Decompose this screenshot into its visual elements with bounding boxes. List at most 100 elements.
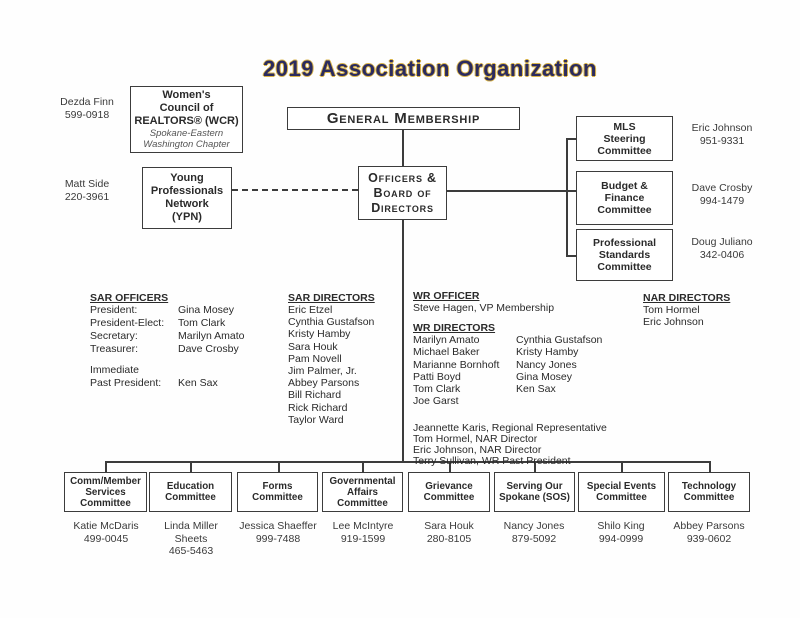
- wcr-name-line: Council of: [159, 102, 214, 114]
- officer-role: Immediate: [90, 364, 140, 376]
- connector-stub-committee-4: [362, 461, 364, 474]
- director-name: Nancy Jones: [516, 358, 577, 371]
- officers-board-box: Officers & Board of Directors: [358, 166, 447, 220]
- committee-name-line: Finance: [604, 192, 645, 204]
- nar-directors-list: NAR DIRECTORS Tom Hormel Eric Johnson: [643, 292, 730, 328]
- connector-officers-to-bottom: [402, 220, 404, 462]
- committee-name-line: Committee: [337, 497, 388, 509]
- general-membership-box: General Membership: [287, 107, 520, 130]
- wr-directors-col2: Cynthia Gustafson Kristy Hamby Nancy Jon…: [516, 334, 602, 407]
- director-name: Gina Mosey: [516, 370, 573, 383]
- director-name: Kristy Hamby: [516, 346, 579, 359]
- director-name: Kristy Hamby: [288, 328, 351, 341]
- committee-name-line: Technology: [681, 481, 737, 492]
- wcr-subtitle-line: Washington Chapter: [143, 139, 230, 150]
- connector-stub-committee-3: [278, 461, 280, 474]
- contact-phone: 994-1479: [699, 194, 745, 207]
- committee-name-line: Serving Our: [506, 481, 563, 492]
- committee-box-technology: Technology Committee: [668, 472, 750, 512]
- wr-section: WR OFFICER Steve Hagen, VP Membership WR…: [413, 290, 607, 467]
- director-name: Marilyn Amato: [413, 334, 480, 347]
- sar-directors-list: SAR DIRECTORS Eric Etzel Cynthia Gustafs…: [288, 292, 375, 426]
- wr-directors-columns: Marilyn Amato Michael Baker Marianne Bor…: [413, 334, 607, 407]
- director-name: Ken Sax: [516, 383, 556, 396]
- director-name: Bill Richard: [288, 389, 342, 402]
- director-name: Patti Boyd: [413, 370, 461, 383]
- connector-stub-committee-8: [709, 461, 711, 474]
- officer-row: Secretary:Marilyn Amato: [90, 330, 245, 343]
- contact-name: Eric Johnson: [691, 122, 753, 134]
- committee-name-line: Services: [85, 486, 126, 498]
- contact-phone: 280-8105: [426, 532, 472, 545]
- contact-name: Abbey Parsons: [673, 520, 745, 532]
- contact-phone: 599-0918: [64, 108, 110, 121]
- committee-contact: Shilo King 994-0999: [575, 520, 667, 545]
- officer-row: Past President:Ken Sax: [90, 377, 245, 390]
- committee-name-line: Committee: [596, 492, 647, 503]
- officer-role: President-Elect:: [90, 317, 165, 329]
- contact-phone: 465-5463: [168, 545, 214, 557]
- committee-name-line: Forms: [262, 481, 293, 492]
- officer-name: Dave Crosby: [178, 343, 239, 355]
- connector-stub-committee-2: [190, 461, 192, 474]
- wr-directors-header: WR DIRECTORS: [413, 322, 496, 335]
- committee-box-education: Education Committee: [149, 472, 232, 512]
- professional-standards-contact: Doug Juliano 342-0406: [672, 236, 772, 261]
- wcr-name-line: REALTORS® (WCR): [134, 115, 239, 127]
- committee-name-line: Budget &: [601, 180, 648, 192]
- officer-row: President:Gina Mosey: [90, 304, 245, 317]
- committee-contact: Jessica Shaeffer 999-7488: [232, 520, 324, 545]
- director-name: Eric Johnson: [643, 316, 704, 329]
- committee-name-line: Committee: [683, 492, 735, 503]
- officers-board-line: Officers &: [368, 170, 437, 185]
- connector-stub-mls: [566, 138, 576, 140]
- contact-phone: 951-9331: [699, 134, 745, 147]
- sar-directors-header: SAR DIRECTORS: [288, 292, 375, 304]
- director-name: Marianne Bornhoft: [413, 358, 500, 371]
- committee-name-line: Affairs: [346, 486, 379, 498]
- committee-contact: Linda Miller Sheets 465-5463: [145, 520, 237, 558]
- contact-phone: 939-0602: [686, 532, 732, 545]
- connector-ypn-dashed: [232, 189, 358, 191]
- officer-role: Treasurer:: [90, 343, 139, 355]
- professional-standards-box: Professional Standards Committee: [576, 229, 673, 281]
- contact-name: Matt Side: [64, 178, 110, 190]
- director-name: Cynthia Gustafson: [288, 316, 375, 329]
- budget-finance-box: Budget & Finance Committee: [576, 171, 673, 225]
- note-line: Eric Johnson, NAR Director: [413, 444, 542, 457]
- contact-phone: 342-0406: [699, 248, 745, 261]
- contact-name: Dave Crosby: [691, 182, 753, 194]
- committee-name-line: Committee: [252, 492, 303, 503]
- committee-name-line: Education: [166, 481, 215, 492]
- director-name: Eric Etzel: [288, 304, 333, 316]
- ypn-name-line: Network: [165, 198, 209, 210]
- connector-stub-committee-6: [534, 461, 536, 474]
- director-name: Taylor Ward: [288, 413, 344, 426]
- officers-board-line: Directors: [371, 200, 434, 215]
- committee-name-line: Standards: [598, 249, 651, 261]
- contact-name: Shilo King: [597, 520, 645, 532]
- connector-officers-to-right: [447, 190, 577, 192]
- connector-stub-committee-7: [621, 461, 623, 474]
- director-name: Sara Houk: [288, 340, 338, 353]
- wr-officer-name: Steve Hagen, VP Membership: [413, 302, 555, 314]
- officer-row: President-Elect:Tom Clark: [90, 317, 245, 330]
- ypn-box: Young Professionals Network (YPN): [142, 167, 232, 229]
- mls-steering-box: MLS Steering Committee: [576, 116, 673, 161]
- budget-finance-contact: Dave Crosby 994-1479: [672, 182, 772, 207]
- committee-name-line: Committee: [597, 204, 652, 216]
- wcr-box: Women's Council of REALTORS® (WCR) Spoka…: [130, 86, 243, 153]
- wcr-name-line: Women's: [162, 89, 211, 101]
- general-membership-label: General Membership: [326, 110, 481, 127]
- officer-name: Ken Sax: [178, 377, 218, 389]
- committee-name-line: Committee: [423, 492, 475, 503]
- committee-name-line: Special Events: [586, 481, 657, 492]
- mls-steering-contact: Eric Johnson 951-9331: [672, 122, 772, 147]
- officer-name: Gina Mosey: [178, 304, 235, 316]
- committee-name-line: MLS: [613, 120, 636, 133]
- wcr-subtitle-line: Spokane-Eastern: [149, 128, 224, 139]
- committee-name-line: Committee: [165, 492, 216, 503]
- committee-box-forms: Forms Committee: [237, 472, 318, 512]
- committee-contact: Nancy Jones 879-5092: [488, 520, 580, 545]
- contact-phone: 499-0045: [83, 532, 129, 545]
